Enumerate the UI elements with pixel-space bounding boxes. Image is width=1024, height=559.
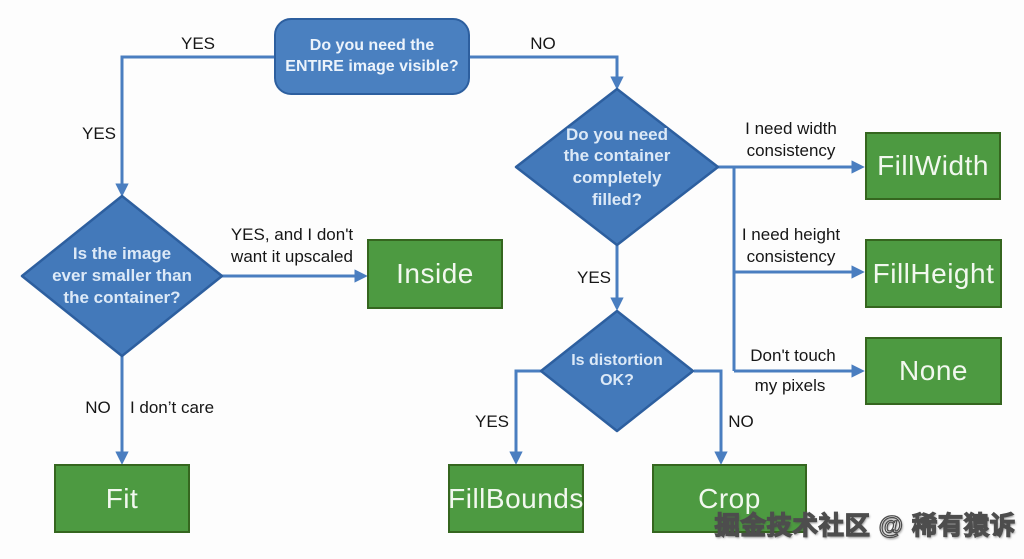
decision-filled-shape bbox=[514, 87, 720, 247]
result-fillwidth: FillWidth bbox=[865, 132, 1001, 200]
edge-distortion-fillbounds bbox=[509, 369, 543, 465]
result-crop: Crop bbox=[652, 464, 807, 533]
start-node: Do you need the ENTIRE image visible? bbox=[274, 18, 470, 95]
result-none: None bbox=[865, 337, 1002, 405]
result-fillheight: FillHeight bbox=[865, 239, 1002, 308]
result-fit: Fit bbox=[54, 464, 190, 533]
decision-distortion-shape bbox=[539, 309, 695, 433]
result-inside: Inside bbox=[367, 239, 503, 309]
decision-smaller-shape bbox=[20, 194, 224, 358]
watermark-text: 掘金技术社区 @ 稀有猿诉 bbox=[714, 511, 1016, 540]
edge-start-no bbox=[470, 55, 624, 90]
edge-start-yes bbox=[115, 55, 274, 197]
result-fillbounds: FillBounds bbox=[448, 464, 584, 533]
edge-distortion-crop bbox=[694, 369, 728, 465]
